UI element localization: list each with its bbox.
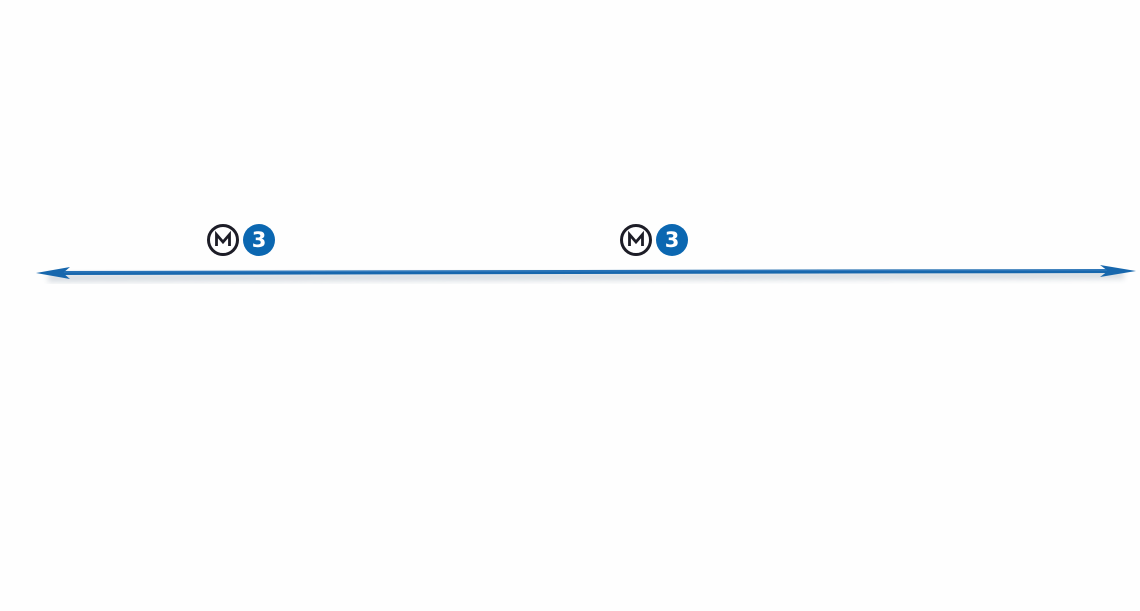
line-number-badge: 3 — [243, 224, 275, 256]
arrowhead-left-icon — [36, 267, 70, 279]
metro-m-icon — [207, 224, 239, 256]
route-line — [50, 269, 1120, 275]
route-line-shadow — [47, 271, 1125, 282]
arrowhead-right-icon — [1100, 265, 1136, 277]
metro-line-3-badge-right: 3 — [620, 223, 688, 257]
metro-line-3-badge-left: 3 — [207, 223, 275, 257]
line-number-badge: 3 — [656, 224, 688, 256]
metro-m-icon — [620, 224, 652, 256]
